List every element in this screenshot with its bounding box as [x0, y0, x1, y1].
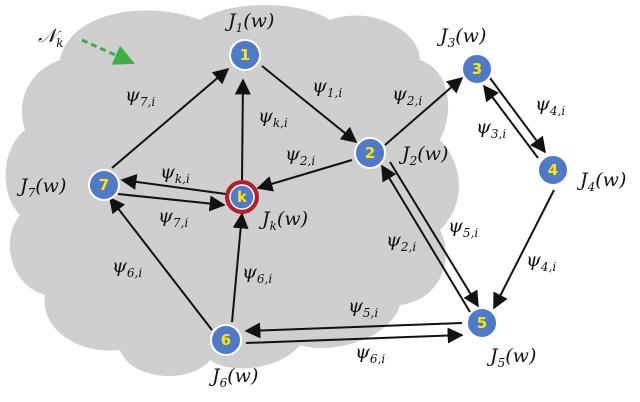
node-5-label: 5: [477, 314, 487, 332]
node-5: 5: [466, 307, 498, 339]
node-7-label: 7: [99, 176, 109, 194]
cost-label-j4: J4(w): [576, 169, 626, 194]
node-6: 6: [210, 324, 242, 356]
cost-label-j2: J2(w): [398, 143, 448, 168]
edge-label-psi-6i-bottom: ψ6,i: [355, 341, 385, 366]
edge-5-to-6: [244, 322, 463, 339]
cost-label-j1: J1(w): [224, 10, 274, 35]
edge-label-psi-ki-up: ψk,i: [258, 105, 288, 130]
edge-2-to-5: [389, 161, 479, 308]
cost-label-j3: J3(w): [436, 25, 486, 50]
edge-label-psi-2i-3: ψ2,i: [392, 83, 422, 108]
nodes: 1 2 3 4 5 6 7 k: [88, 39, 569, 356]
edge-label-psi-1i: ψ1,i: [312, 75, 342, 100]
edge-7-to-1: [111, 67, 230, 169]
edge-6-to-5: [245, 327, 464, 344]
node-k-label: k: [237, 188, 248, 206]
node-3-label: 3: [472, 60, 482, 78]
node-k: k: [225, 180, 259, 214]
edge-3-to-4: [489, 77, 546, 154]
edge-label-psi-6i-left: ψ6,i: [112, 255, 142, 280]
edge-label-psi-3i: ψ3,i: [476, 116, 506, 141]
edge-4-to-3: [483, 84, 539, 159]
edges: [109, 65, 555, 344]
neighborhood-label: 𝒩k: [38, 25, 63, 50]
edge-k-to-1: [234, 78, 251, 181]
edge-labels: ψ7,i ψ1,i ψk,i ψ2,i ψ2,i ψ4,i ψ3,i ψk,i …: [112, 75, 565, 366]
cost-labels: J1(w) J2(w) J3(w) J4(w) J5(w) J6(w) J7(w…: [16, 10, 626, 390]
edge-2-to-k: [256, 159, 353, 192]
cost-label-j6: J6(w): [208, 365, 258, 390]
node-2: 2: [354, 137, 386, 169]
cost-label-jk: Jk(w): [258, 208, 308, 233]
edge-label-psi-4i-bottom: ψ4,i: [526, 249, 556, 274]
cost-label-j7: J7(w): [16, 175, 66, 200]
edge-7-to-k: [117, 193, 226, 212]
edge-1-to-2: [261, 65, 358, 144]
edge-label-psi-7i-mid: ψ7,i: [158, 205, 188, 230]
edge-label-psi-5i-right: ψ5,i: [448, 215, 478, 240]
edge-label-psi-5i-bottom: ψ5,i: [348, 295, 378, 320]
node-7: 7: [88, 169, 120, 201]
node-4: 4: [537, 154, 569, 186]
edge-4-to-5: [493, 189, 555, 310]
edge-2-to-3: [384, 76, 464, 146]
edge-label-psi-4i-top: ψ4,i: [535, 93, 565, 118]
node-3: 3: [461, 53, 493, 85]
edge-label-psi-ki-left: ψk,i: [160, 161, 190, 186]
edge-6-to-7: [109, 196, 213, 331]
edge-5-to-2: [381, 164, 471, 313]
edge-label-psi-2i-k: ψ2,i: [285, 143, 315, 168]
cost-label-j5: J5(w): [486, 345, 536, 370]
edge-k-to-7: [120, 173, 227, 195]
node-1: 1: [229, 39, 261, 71]
node-2-label: 2: [365, 144, 375, 162]
edge-6-to-k: [231, 212, 249, 323]
edge-label-psi-7i-top: ψ7,i: [125, 84, 155, 109]
node-6-label: 6: [221, 331, 231, 349]
node-4-label: 4: [548, 161, 558, 179]
node-1-label: 1: [240, 46, 250, 64]
edge-label-psi-6i-up: ψ6,i: [242, 261, 272, 286]
edge-label-psi-2i-down: ψ2,i: [386, 229, 416, 254]
